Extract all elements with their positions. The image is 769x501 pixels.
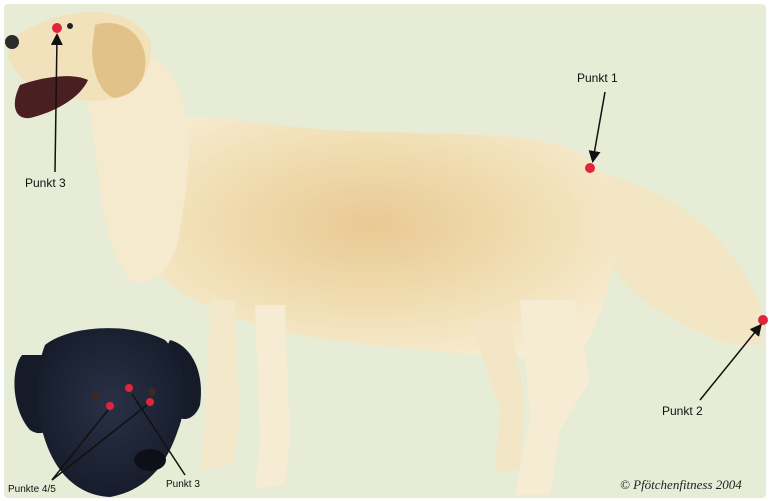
point-4-marker	[106, 402, 114, 410]
lab-eye-right	[148, 388, 156, 396]
label-punkt-1: Punkt 1	[577, 71, 618, 85]
dog-front-leg-right	[255, 305, 290, 488]
point-2-marker	[758, 315, 768, 325]
lab-nose	[134, 449, 166, 471]
label-punkt-2: Punkt 2	[662, 404, 703, 418]
label-punkte-4-5: Punkte 4/5	[8, 484, 56, 495]
copyright-notice: © Pfötchenfitness 2004	[620, 477, 742, 493]
label-punkt-3-head: Punkt 3	[166, 479, 200, 490]
point-1-marker	[585, 163, 595, 173]
point-3-head-marker	[125, 384, 133, 392]
lab-eye-left	[91, 393, 99, 401]
point-3-body-marker	[52, 23, 62, 33]
label-punkt-3-body: Punkt 3	[25, 176, 66, 190]
dog-nose	[5, 35, 19, 49]
dog-eye	[67, 23, 73, 29]
point-5-marker	[146, 398, 154, 406]
